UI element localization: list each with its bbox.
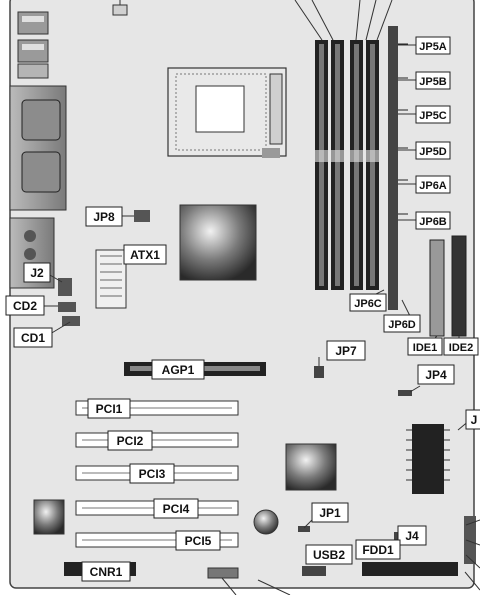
callout-label-jp7: JP7 [326,340,366,361]
callout-label-jp6d: JP6D [383,314,421,333]
cpu-socket [167,67,287,158]
atx-power-connector [95,249,127,309]
callout-label-jp6a: JP6A [415,175,451,194]
label-text: JP6D [388,319,416,331]
cmos-battery [253,509,279,535]
label-text: JP6C [354,298,382,310]
label-text: PCI3 [139,467,166,481]
callout-label-ide2: IDE2 [443,337,479,356]
callout-label-jp8: JP8 [85,206,123,227]
label-text: PCI4 [163,502,190,516]
label-text: CD1 [21,331,45,345]
callout-label-j2: J2 [23,262,51,283]
callout-label-jp6c: JP6C [349,293,387,312]
jp1-jumper [298,526,310,532]
callout-label-fdd1: FDD1 [355,539,401,560]
label-text: ATX1 [130,248,160,262]
jumper-strip [388,26,408,310]
bottom-header [207,567,239,579]
label-text: IDE1 [413,342,437,354]
jp4-jumper [398,390,412,396]
j2-header [58,278,72,296]
label-text: JP4 [425,368,447,382]
dimm-slots [312,40,382,290]
callout-label-cd2: CD2 [5,295,45,316]
label-text: PCI5 [185,534,212,548]
label-text: J2 [30,266,44,280]
callout-label-jp5c: JP5C [415,105,451,124]
label-text: JP1 [319,506,341,520]
label-text: JP7 [335,344,357,358]
callout-label-jp1: JP1 [311,502,349,523]
callout-label-cd1: CD1 [13,327,53,348]
jp7-jumper [314,366,324,378]
label-text: CD2 [13,299,37,313]
callout-label-jp5d: JP5D [415,141,451,160]
top-leader-lines [119,0,393,41]
cd2-header [58,302,76,312]
callout-label-cnr1: CNR1 [81,561,131,582]
front-panel-header [464,516,476,564]
callout-label-pci4: PCI4 [153,498,199,519]
callout-label-ide1: IDE1 [407,337,443,356]
ide1-connector [429,239,445,337]
callout-label-atx1: ATX1 [123,244,167,265]
usb2-header [302,566,326,576]
label-text: JP5C [419,110,447,122]
callout-label-pci5: PCI5 [175,530,221,551]
fdd1-connector [362,562,458,576]
jp8-jumper [134,210,150,222]
label-text: CNR1 [90,565,123,579]
callout-label-pci2: PCI2 [107,430,153,451]
label-text: PCI1 [96,402,123,416]
label-text: PCI2 [117,434,144,448]
bios-chip [406,424,450,494]
callout-leader-lines [42,44,460,539]
label-text: JP5B [419,76,447,88]
callout-label-pci1: PCI1 [87,398,131,419]
cd1-header [62,316,80,326]
label-text: IDE2 [449,342,473,354]
callout-label-pci3: PCI3 [129,463,175,484]
label-text: JP6A [419,180,447,192]
callout-label-j4: J4 [397,525,427,546]
label-text: JP5A [419,41,447,53]
callout-label-jp4: JP4 [417,364,455,385]
southbridge-chip [285,443,337,491]
callout-label-usb2: USB2 [305,544,353,565]
audio-chip [33,499,65,535]
callout-label-jp6b: JP6B [415,211,451,230]
label-text: JP6B [419,216,447,228]
label-text: USB2 [313,548,345,562]
callout-label-j-edge: J [465,409,480,430]
label-text: AGP1 [162,363,195,377]
top-header [112,4,128,16]
label-text: JP8 [93,210,115,224]
callout-label-jp5b: JP5B [415,71,451,90]
label-text: J4 [405,529,419,543]
label-text: JP5D [419,146,447,158]
label-text: FDD1 [362,543,394,557]
label-text: J [471,413,478,427]
ide2-connector [451,235,467,337]
northbridge-chip [179,204,257,281]
callout-label-agp1: AGP1 [151,359,205,380]
callout-label-jp5a: JP5A [415,36,451,55]
